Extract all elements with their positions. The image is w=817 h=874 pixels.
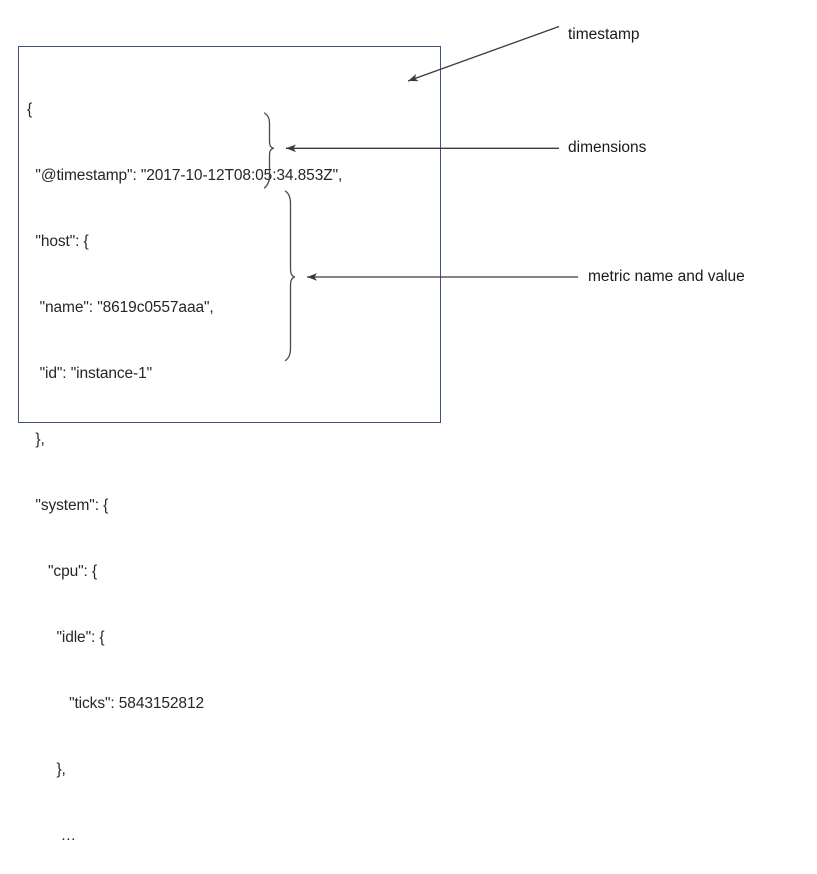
- diagram-canvas: { "@timestamp": "2017-10-12T08:05:34.853…: [18, 25, 745, 844]
- json-line-host-id: "id": "instance-1": [27, 365, 153, 382]
- annotation-label-timestamp: timestamp: [568, 26, 640, 43]
- json-line: {: [27, 101, 33, 118]
- annotation-label-metric: metric name and value: [588, 268, 745, 285]
- json-line-idle-close: },: [27, 761, 66, 778]
- json-line-idle-open: "idle": {: [27, 629, 105, 646]
- annotation-label-dimensions: dimensions: [568, 139, 647, 156]
- json-line-ellipsis: …: [27, 827, 77, 844]
- json-code-block: { "@timestamp": "2017-10-12T08:05:34.853…: [27, 55, 342, 874]
- json-line-host-close: },: [27, 431, 45, 448]
- json-document-panel: { "@timestamp": "2017-10-12T08:05:34.853…: [18, 46, 441, 844]
- json-line-system-open: "system": {: [27, 497, 109, 514]
- json-line-timestamp: "@timestamp": "2017-10-12T08:05:34.853Z"…: [27, 167, 343, 184]
- json-line-host-open: "host": {: [27, 233, 89, 250]
- json-line-ticks: "ticks": 5843152812: [27, 695, 204, 712]
- json-line-cpu-open: "cpu": {: [27, 563, 98, 580]
- json-line-host-name: "name": "8619c0557aaa",: [27, 299, 214, 316]
